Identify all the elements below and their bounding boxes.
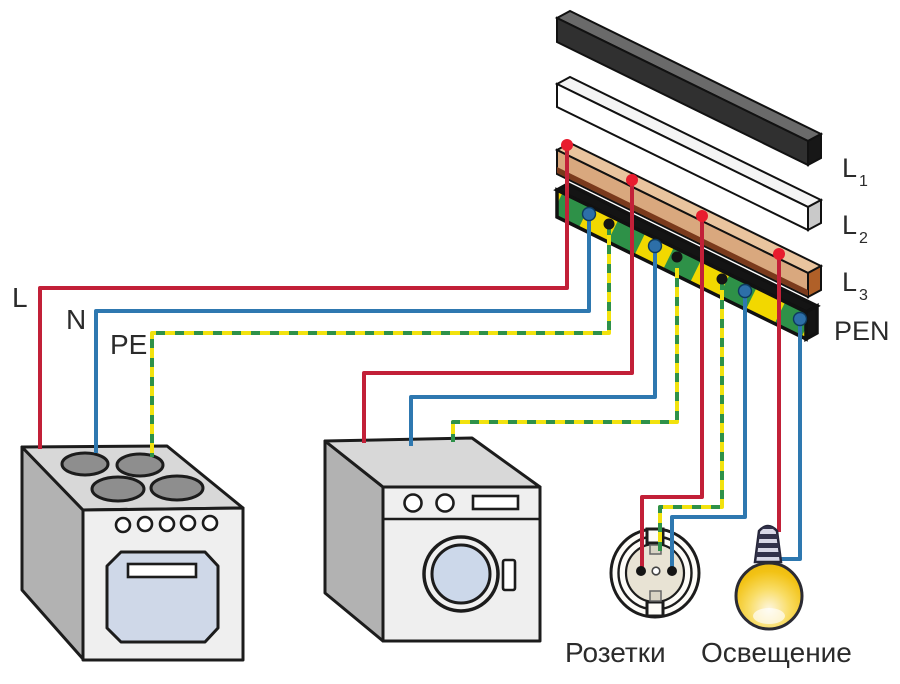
pen-tap-stove-neutral bbox=[581, 206, 597, 222]
stove-live-wire bbox=[38, 147, 569, 449]
light-bulb bbox=[734, 524, 804, 631]
l3-tap-lighting bbox=[773, 248, 785, 260]
socket-bottom-tab bbox=[645, 600, 665, 618]
stove-burner bbox=[60, 451, 110, 477]
socket-bottom-ground-clip bbox=[649, 590, 662, 602]
stove-burner bbox=[90, 475, 146, 503]
stove-knob bbox=[136, 515, 154, 533]
busbar-l2-front-face bbox=[556, 82, 809, 232]
stove-burner bbox=[115, 452, 165, 478]
stove-oven-handle bbox=[126, 562, 198, 579]
pen-tap-washer-neutral bbox=[647, 238, 663, 254]
socket-center-screw bbox=[651, 566, 661, 576]
socket-earth-wire-dashes bbox=[658, 281, 724, 551]
busbar-l3 bbox=[554, 141, 824, 299]
pen-tap-socket-neutral bbox=[737, 283, 753, 299]
lighting-circuit bbox=[777, 256, 802, 561]
washer-earth-wire-dashes bbox=[451, 259, 679, 442]
busbar-l1-front-face bbox=[556, 16, 809, 167]
busbar-label-l3: L bbox=[842, 267, 857, 297]
bulb-glass bbox=[734, 561, 804, 631]
labels: L N PE L 1 L 2 L 3 PEN Розетки Освещение bbox=[12, 153, 890, 668]
washer-live-wire bbox=[362, 182, 634, 443]
washer-knob bbox=[435, 493, 455, 513]
label-lighting: Освещение bbox=[701, 637, 852, 668]
stove-knob bbox=[201, 514, 219, 532]
connection-points bbox=[561, 139, 808, 576]
bulb-screw-threads bbox=[755, 526, 781, 557]
pen-tap-lighting-neutral bbox=[792, 311, 808, 327]
lighting-neutral-wire bbox=[781, 321, 802, 561]
l3-tap-socket bbox=[696, 210, 708, 222]
stove-burner bbox=[149, 474, 205, 502]
wire-label-earth: PE bbox=[110, 329, 147, 360]
washer-neutral-wire bbox=[409, 248, 657, 446]
socket-left-pin-hole bbox=[636, 566, 646, 576]
washer-circuit bbox=[362, 182, 679, 446]
busbar-label-l2-sub: 2 bbox=[859, 230, 868, 247]
busbar-l1 bbox=[554, 9, 824, 167]
washer-knob bbox=[403, 493, 423, 513]
l3-tap-stove bbox=[561, 139, 573, 151]
busbar-label-l2: L bbox=[842, 210, 857, 240]
stove-knob bbox=[179, 514, 197, 532]
stove-earth-wire bbox=[150, 226, 611, 457]
pen-tap-stove-earth bbox=[603, 218, 615, 230]
busbar-l2 bbox=[554, 75, 824, 232]
electric-stove bbox=[20, 444, 245, 662]
socket-neutral-wire bbox=[670, 293, 747, 569]
busbar-label-l3-sub: 3 bbox=[859, 287, 868, 304]
socket-circuit bbox=[640, 218, 747, 569]
bulb-glow-highlight bbox=[753, 608, 785, 624]
washing-machine bbox=[323, 436, 542, 643]
busbar-label-pen: PEN bbox=[834, 316, 890, 346]
pen-tap-washer-earth bbox=[671, 251, 683, 263]
socket-live-wire bbox=[640, 218, 704, 569]
label-sockets: Розетки bbox=[565, 637, 666, 668]
busbar-l3-copper-stripe bbox=[557, 167, 808, 296]
busbar-label-l1: L bbox=[842, 153, 857, 183]
stove-neutral-wire bbox=[94, 216, 591, 453]
l3-tap-washer bbox=[626, 174, 638, 186]
washer-door-handle bbox=[501, 558, 517, 592]
pen-tap-socket-earth bbox=[716, 273, 728, 285]
stove-circuit bbox=[38, 147, 611, 457]
wire-label-neutral: N bbox=[66, 304, 86, 335]
wire-label-live: L bbox=[12, 282, 28, 313]
stove-knob bbox=[158, 515, 176, 533]
washer-display bbox=[471, 494, 520, 511]
busbar-label-l1-sub: 1 bbox=[859, 173, 868, 190]
wires bbox=[38, 147, 802, 569]
socket-earth-wire bbox=[658, 281, 724, 551]
washer-drum-glass bbox=[430, 543, 492, 605]
socket-right-pin-hole bbox=[667, 566, 677, 576]
stove-knob bbox=[114, 516, 132, 534]
